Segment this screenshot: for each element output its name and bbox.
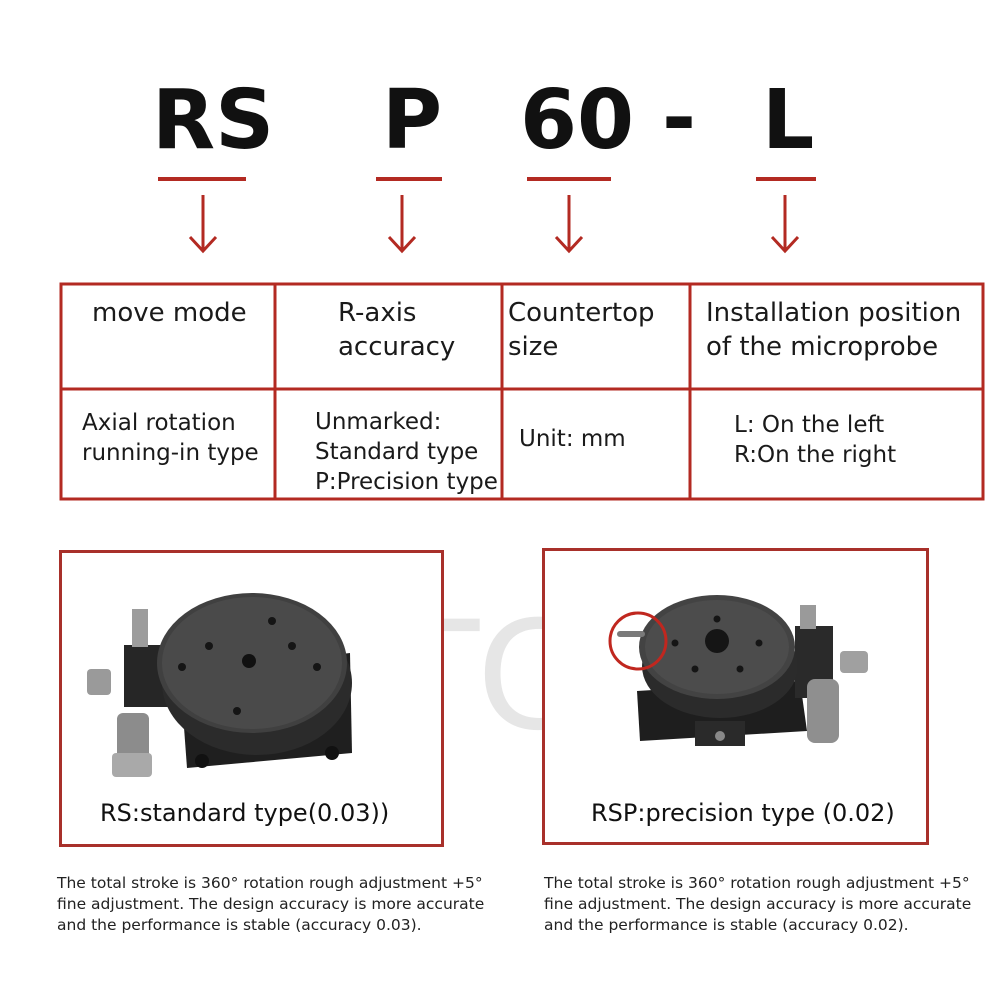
- rotation-stage-precision-image: [608, 595, 868, 746]
- product-card-precision: RSP:precision type (0.02): [542, 548, 929, 845]
- underline-l: [756, 177, 816, 181]
- product-caption-standard: RS:standard type(0.03)): [100, 799, 390, 827]
- table-value-size: Unit: mm: [519, 426, 626, 452]
- product-description-precision: The total stroke is 360° rotation rough …: [544, 874, 972, 934]
- product-description-standard: The total stroke is 360° rotation rough …: [57, 874, 485, 934]
- code-part-l: L: [762, 73, 815, 168]
- table-header-countertop-size: Countertop size: [508, 298, 655, 362]
- product-card-standard: RS:standard type(0.03)): [59, 550, 444, 847]
- code-part-p: P: [382, 73, 443, 168]
- table-header-r-axis-accuracy: R-axis accuracy: [338, 298, 456, 362]
- underline-rs: [158, 177, 246, 181]
- table-header-move-mode: move mode: [92, 298, 247, 328]
- arrow-down-icon: [387, 195, 417, 254]
- code-part-size: 60: [520, 73, 635, 168]
- table-value-accuracy: Unmarked: Standard type P:Precision type: [315, 409, 498, 495]
- underline-p: [376, 177, 442, 181]
- code-part-rs: RS: [152, 73, 275, 168]
- arrow-down-icon: [188, 195, 218, 254]
- spec-table-grid: [59, 282, 985, 501]
- table-value-move-mode: Axial rotation running-in type: [82, 410, 259, 466]
- product-caption-precision: RSP:precision type (0.02): [591, 799, 895, 827]
- underline-size: [527, 177, 611, 181]
- arrow-down-icon: [770, 195, 800, 254]
- table-value-position: L: On the left R:On the right: [734, 412, 897, 468]
- table-header-installation-position: Installation position of the microprobe: [706, 298, 962, 362]
- rotation-stage-standard-image: [87, 593, 352, 777]
- code-part-dash: -: [662, 71, 697, 166]
- arrow-down-icon: [554, 195, 584, 254]
